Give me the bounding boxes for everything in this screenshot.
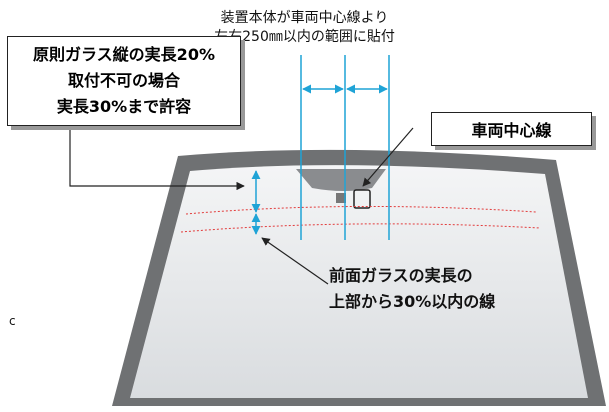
left-box-connector [69, 124, 245, 191]
windshield-glass [130, 165, 588, 398]
left-callout-box: 原則ガラス縦の実長20% 取付不可の場合 実長30%まで許容 [7, 36, 241, 126]
top-note-line2: 左右250㎜以内の範囲に貼付 [214, 29, 395, 45]
bottom-callout: 前面ガラスの実長の 上部から30%以内の線 [329, 263, 495, 315]
stray-mark: c [9, 314, 16, 328]
sensor-device [336, 193, 346, 203]
bottom-label-connector [261, 237, 329, 285]
left-callout-line2: 取付不可の場合 [67, 71, 180, 90]
line-30-percent [180, 223, 541, 233]
bottom-callout-line1: 前面ガラスの実長の [329, 266, 473, 285]
device-outline [353, 189, 371, 209]
center-box-connector [362, 127, 414, 187]
left-callout-line1: 原則ガラス縦の実長20% [33, 45, 215, 64]
line-20-percent [185, 205, 537, 215]
center-line-callout-box: 車両中心線 [431, 112, 592, 146]
bottom-callout-line2: 上部から30%以内の線 [329, 292, 496, 311]
center-line-label: 車両中心線 [471, 121, 552, 140]
top-note-line1: 装置本体が車両中心線より [220, 10, 389, 26]
left-callout-line3: 実長30%まで許容 [56, 97, 192, 116]
